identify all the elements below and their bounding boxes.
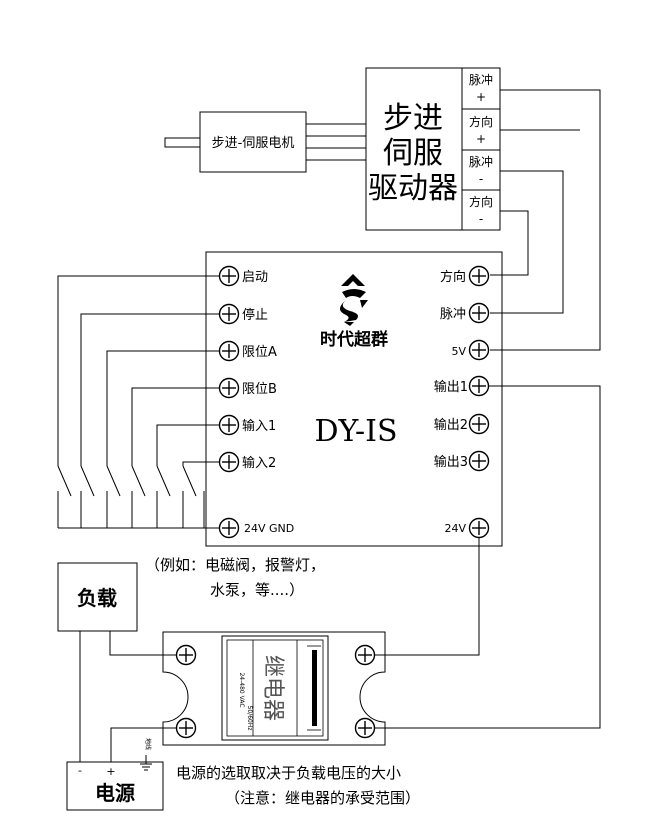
- ground-icon: [140, 755, 152, 771]
- terminal-label-5v: 5V: [451, 345, 466, 358]
- input-switch-wiring: [57, 275, 219, 529]
- terminal-label-24v-gnd: 24V GND: [244, 522, 294, 535]
- right-terminal-pulse: 脉冲: [440, 302, 490, 324]
- driver-cell-dir-plus-1: 方向: [469, 114, 493, 129]
- motor-label: 步进-伺服电机: [212, 136, 295, 151]
- driver-cell-pulse-plus-1: 脉冲: [469, 72, 493, 87]
- terminal-label-direction: 方向: [440, 269, 466, 285]
- right-terminal-output-2: 输出2: [434, 413, 490, 435]
- left-terminal-start: 启动: [218, 265, 268, 287]
- motor-driver-wires: [306, 123, 366, 161]
- power-supply: - + 地线 电源: [66, 738, 164, 811]
- driver-cell-dir-minus-2: -: [479, 212, 483, 226]
- driver-title-line-1: 步进: [383, 101, 443, 136]
- right-terminal-24v: 24V: [444, 517, 490, 539]
- driver-cell-dir-plus-2: +: [476, 132, 486, 146]
- driver-cell-pulse-minus-2: -: [479, 172, 483, 186]
- relay-terminal-bottom-left: [175, 717, 197, 739]
- load-box: 负载: [57, 562, 138, 632]
- terminal-label-output-1: 输出1: [434, 379, 468, 395]
- left-terminal-input-2: 输入2: [218, 451, 276, 473]
- power-note-line-2: （注意：继电器的承受范围）: [225, 789, 420, 807]
- terminal-label-limit-a: 限位A: [242, 345, 277, 360]
- left-terminal-input-1: 输入1: [218, 414, 276, 436]
- load-example-line-1: （例如：电磁阀，报警灯，: [145, 556, 325, 574]
- terminal-label-start: 启动: [242, 270, 268, 285]
- driver-title-line-3: 驱动器: [368, 171, 458, 206]
- right-terminal-5v: 5V: [451, 339, 490, 361]
- driver-cell-pulse-minus-1: 脉冲: [469, 154, 493, 169]
- driver-controller-wires: [490, 89, 601, 351]
- terminal-label-output-3: 输出3: [434, 454, 468, 470]
- terminal-label-pulse: 脉冲: [440, 307, 466, 322]
- load-label: 负载: [77, 586, 117, 610]
- terminal-label-input-2: 输入2: [242, 455, 276, 471]
- power-ground-label: 地线: [144, 738, 152, 750]
- terminal-label-24v: 24V: [444, 522, 466, 535]
- output-wiring: [79, 385, 601, 762]
- terminal-label-limit-b: 限位B: [242, 382, 277, 397]
- relay: 24-480 VAC 50/60Hz 继电器: [162, 631, 386, 746]
- terminal-label-output-2: 输出2: [434, 417, 468, 433]
- relay-label: 继电器: [260, 655, 285, 721]
- left-terminal-limit-b: 限位B: [218, 377, 277, 399]
- relay-terminal-top-right: [354, 644, 376, 666]
- driver-cell-pulse-plus-2: +: [476, 90, 486, 104]
- stepper-motor: 步进-伺服电机: [164, 111, 307, 173]
- brand-name: 时代超群: [320, 329, 388, 350]
- terminal-label-stop: 停止: [242, 307, 268, 323]
- terminal-label-input-1: 输入1: [242, 418, 276, 434]
- power-note-line-1: 电源的选取取决于负载电压的大小: [176, 764, 401, 782]
- model-label: DY-IS: [314, 414, 397, 449]
- power-label: 电源: [95, 781, 135, 805]
- driver-title-line-2: 伺服: [383, 136, 443, 171]
- power-plus-label: +: [106, 765, 115, 778]
- relay-terminal-bottom-right: [354, 717, 376, 739]
- driver-cell-dir-minus-1: 方向: [469, 194, 493, 209]
- controller-dy-is: 时代超群 DY-IS 启动 停止 限位A 限位B: [205, 251, 503, 547]
- right-terminal-output-1: 输出1: [434, 375, 490, 397]
- brand-logo-icon: [340, 274, 368, 326]
- left-terminal-24v-gnd: 24V GND: [218, 517, 294, 539]
- stepper-driver: 步进 伺服 驱动器 脉冲 + 方向 + 脉冲 - 方向 -: [365, 67, 501, 231]
- right-terminal-output-3: 输出3: [434, 450, 490, 472]
- left-terminal-limit-a: 限位A: [218, 340, 277, 362]
- relay-terminal-top-left: [175, 644, 197, 666]
- left-terminal-stop: 停止: [218, 303, 268, 325]
- relay-spec: 24-480 VAC: [238, 672, 245, 707]
- right-terminal-direction: 方向: [440, 265, 490, 287]
- power-minus-label: -: [78, 764, 82, 777]
- relay-spec-2: 50/60Hz: [246, 706, 253, 731]
- load-example-line-2: 水泵，等....）: [210, 581, 304, 599]
